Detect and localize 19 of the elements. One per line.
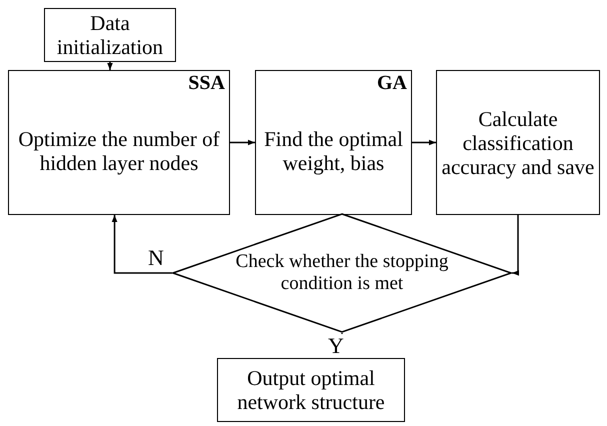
arrow	[107, 62, 113, 70]
decision-label: Check whether the stopping condition is met	[234, 251, 450, 295]
box-label: Calculate classification accuracy and save	[440, 106, 596, 178]
edge-label: Y	[326, 334, 346, 358]
arrow	[512, 215, 519, 276]
box-label: Output optimal network structure	[236, 366, 386, 414]
box-label: Find the optimal weight, bias	[263, 126, 404, 174]
box-label: Optimize the number of hidden layer nodes	[17, 126, 221, 174]
process-box	[255, 70, 412, 215]
box-label: Data initialization	[56, 11, 164, 59]
arrow	[230, 140, 255, 146]
arrow	[412, 140, 436, 146]
arrow	[112, 215, 172, 274]
box-heading: SSA	[188, 71, 225, 95]
box-heading: GA	[377, 71, 407, 95]
process-box	[44, 8, 176, 62]
process-box	[8, 70, 230, 215]
process-box	[217, 358, 405, 422]
process-box	[436, 70, 600, 215]
